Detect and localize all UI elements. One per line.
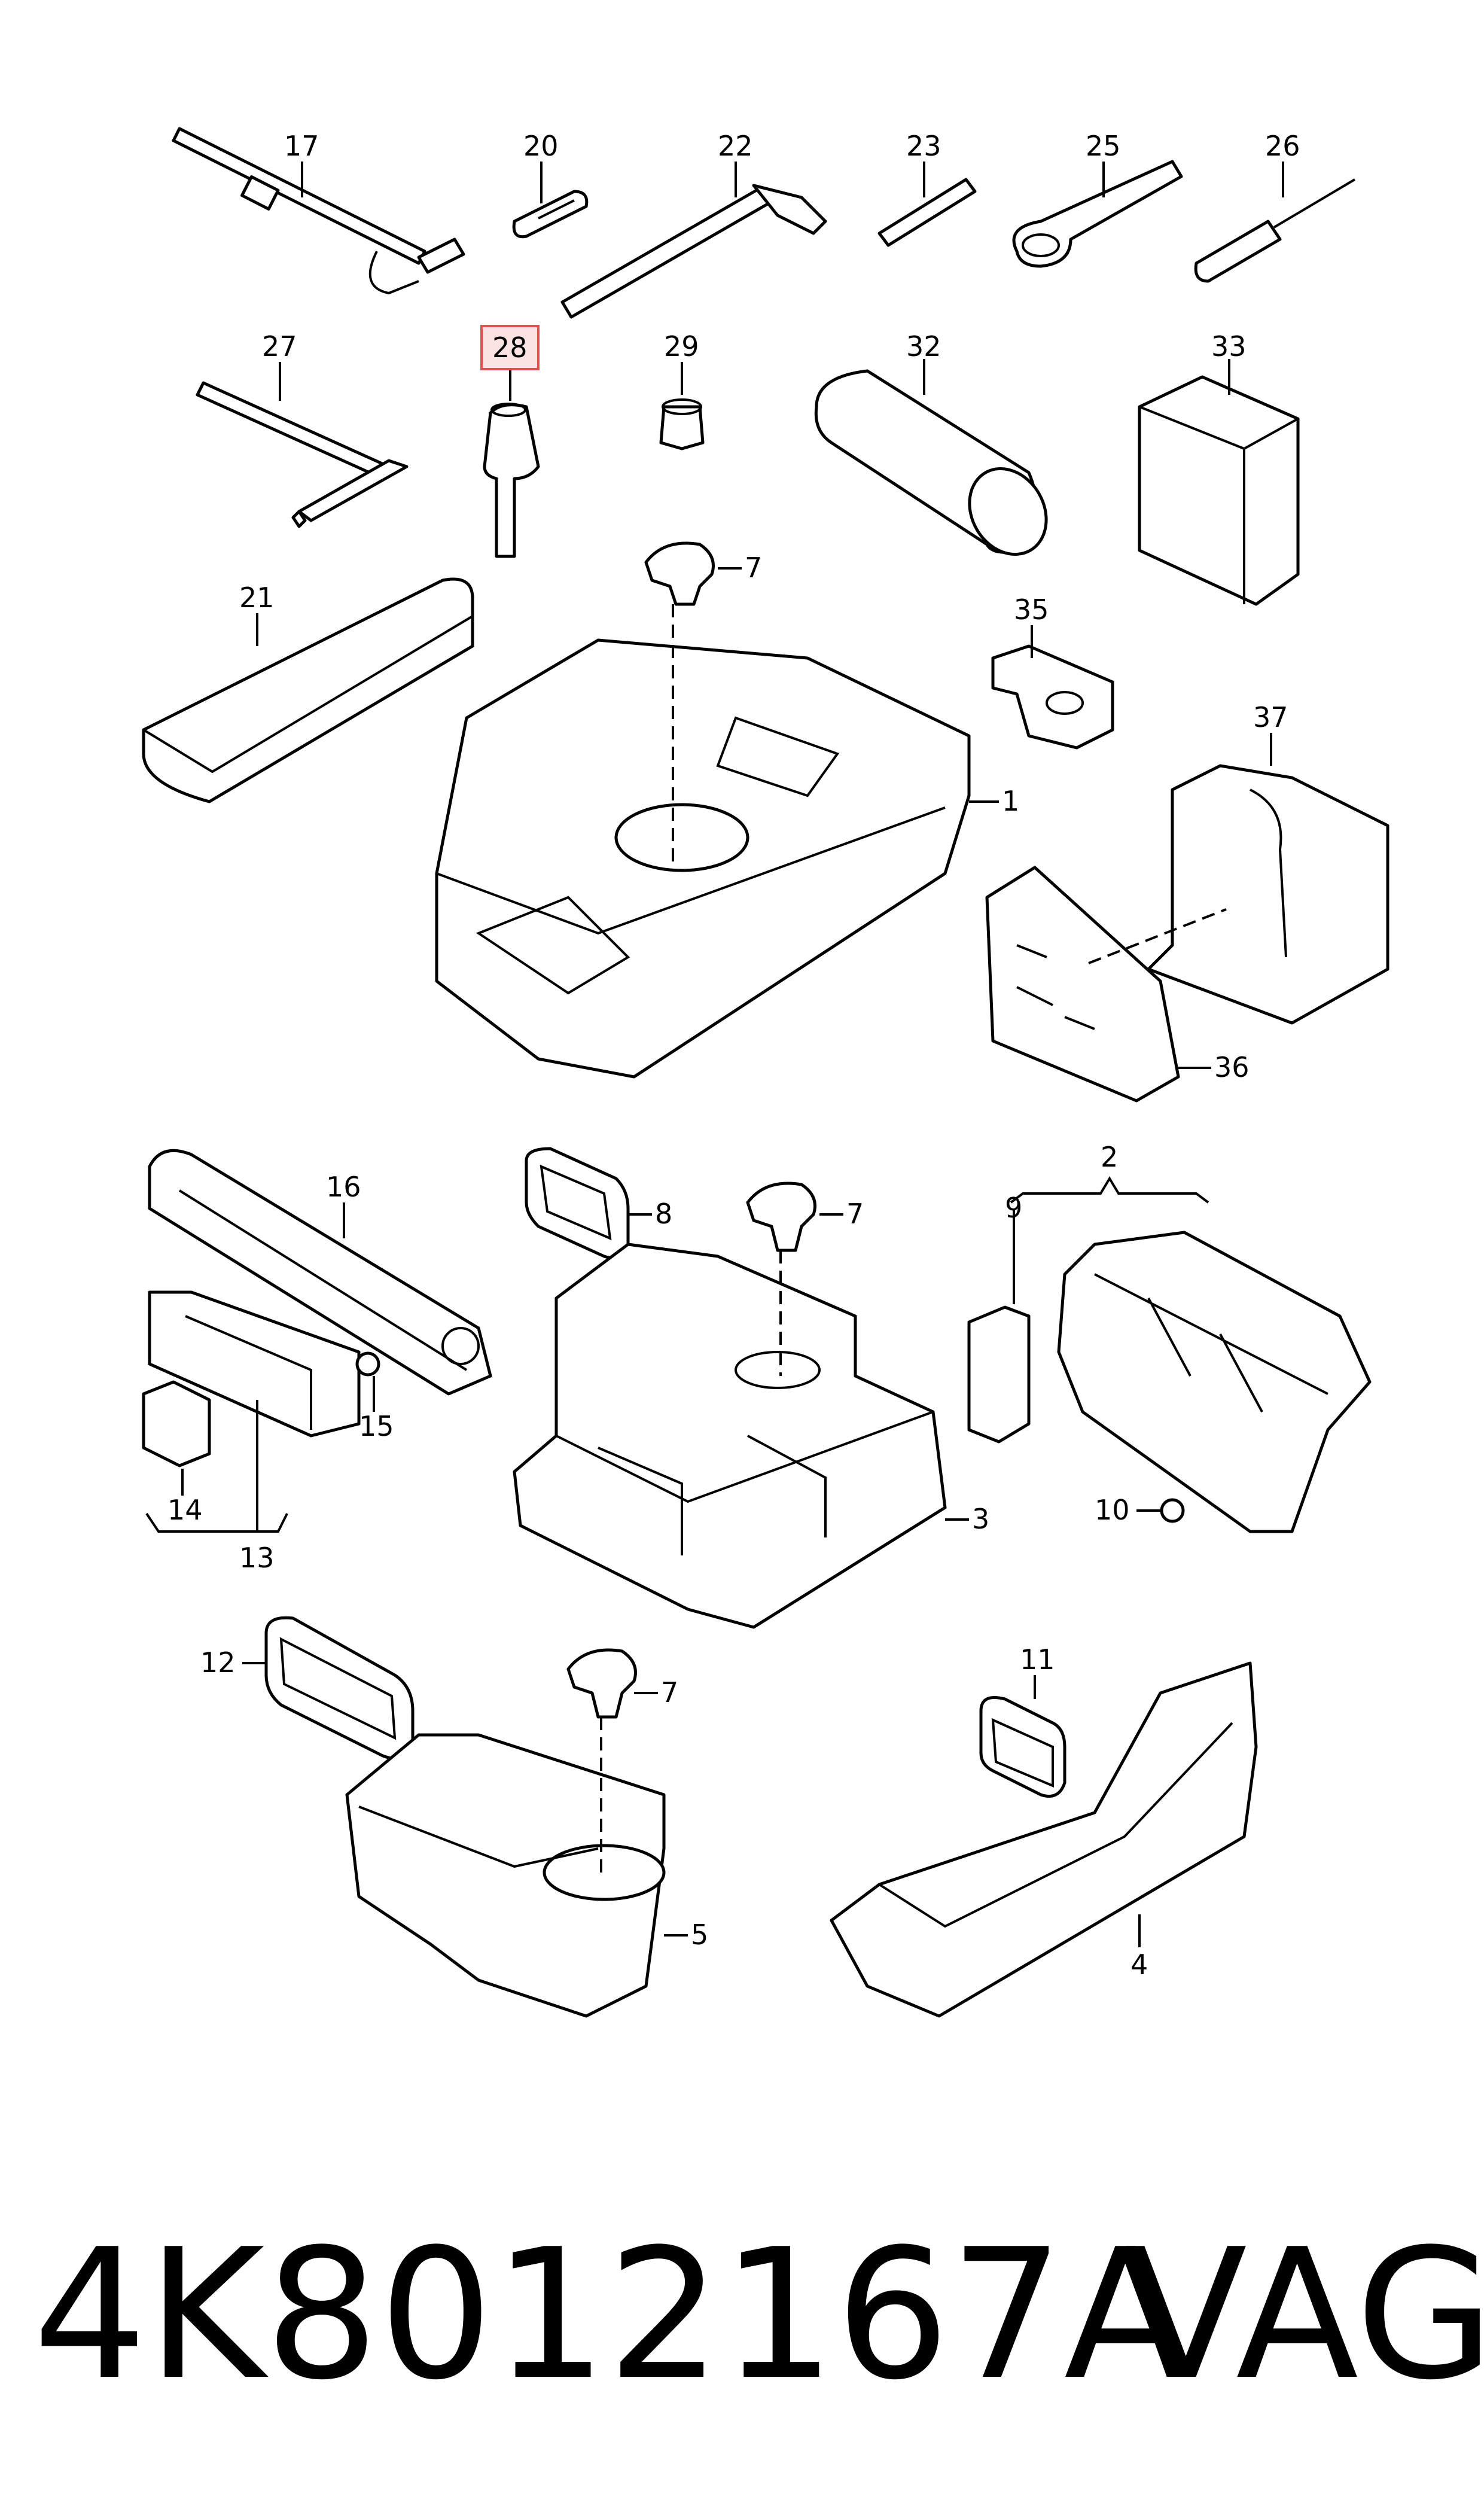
callout-12: 12 [200, 1646, 236, 1679]
part-9-cap [967, 1305, 1031, 1444]
callout-14: 14 [167, 1494, 203, 1526]
part-13-bracket [148, 1290, 361, 1438]
callout-7-a: 7 [745, 552, 762, 584]
callout-33: 33 [1211, 330, 1247, 363]
part-28-adapter [483, 403, 540, 558]
part-2-tray [1057, 1231, 1372, 1533]
part-5-tray [345, 1733, 666, 2018]
callout-10: 10 [1095, 1494, 1130, 1526]
part-22-wheel-wrench [560, 184, 827, 319]
highlight-box-28 [480, 325, 540, 370]
part-7-bolt-a [644, 541, 715, 606]
callout-36: 36 [1214, 1051, 1250, 1083]
callout-1: 1 [1002, 785, 1019, 817]
axis-line-part-36 [1088, 908, 1227, 964]
callout-7-c: 7 [661, 1676, 678, 1709]
part-3-foam-insert [513, 1243, 947, 1629]
leader-lines [181, 162, 1284, 1947]
part-8-seal [525, 1147, 630, 1259]
callout-9: 9 [1005, 1192, 1022, 1224]
part-37-holder [1147, 764, 1389, 1025]
callout-26: 26 [1265, 130, 1300, 162]
part-4-tray [830, 1661, 1258, 2018]
part-15-nut [355, 1351, 380, 1377]
callout-17: 17 [284, 130, 319, 162]
part-26-screwdriver [1194, 178, 1356, 283]
callout-22: 22 [718, 130, 753, 162]
callout-32: 32 [906, 330, 941, 363]
part-27-jack-handle [196, 381, 409, 528]
part-number-text: 4K8012167A [33, 2211, 1187, 2419]
part-1-foam-tray [435, 638, 971, 1079]
callout-37: 37 [1253, 701, 1288, 733]
callout-15: 15 [359, 1410, 394, 1442]
callout-21: 21 [239, 581, 275, 614]
callout-8: 8 [655, 1198, 672, 1230]
part-10-nut [1160, 1498, 1185, 1523]
callout-16: 16 [326, 1171, 361, 1203]
callout-27: 27 [262, 330, 297, 363]
part-29-bolt [659, 398, 705, 450]
part-36-panel [985, 866, 1180, 1103]
callout-7-b: 7 [846, 1198, 864, 1230]
part-7-bolt-b [746, 1182, 816, 1252]
callout-20: 20 [523, 130, 559, 162]
callout-4: 4 [1130, 1948, 1148, 1981]
part-21-mat [142, 577, 474, 803]
part-35-adapter [991, 644, 1114, 750]
bracket-lines [145, 1176, 1209, 1533]
callout-28: 28 [492, 331, 528, 364]
part-7-bolt-c [566, 1648, 637, 1719]
brand-text: VAG [1125, 2211, 1484, 2419]
callout-23: 23 [906, 130, 941, 162]
part-12-seal [264, 1616, 415, 1761]
part-16-jack [148, 1149, 492, 1396]
callout-2: 2 [1101, 1141, 1118, 1173]
callout-5: 5 [691, 1919, 708, 1951]
callout-35: 35 [1014, 593, 1049, 626]
part-33-box [1138, 375, 1300, 606]
part-20-clip [512, 190, 589, 239]
part-23-pin [877, 178, 977, 247]
part-14-cap [142, 1380, 211, 1467]
callout-11: 11 [1020, 1643, 1055, 1676]
part-17-crank-handle [172, 127, 465, 295]
callout-29: 29 [664, 330, 699, 363]
callout-25: 25 [1086, 130, 1121, 162]
part-11-seal [979, 1696, 1066, 1798]
part-25-towing-eye [1012, 160, 1183, 268]
callout-3: 3 [972, 1503, 989, 1535]
part-32-cylinder [814, 369, 1048, 556]
callout-13: 13 [239, 1542, 275, 1574]
